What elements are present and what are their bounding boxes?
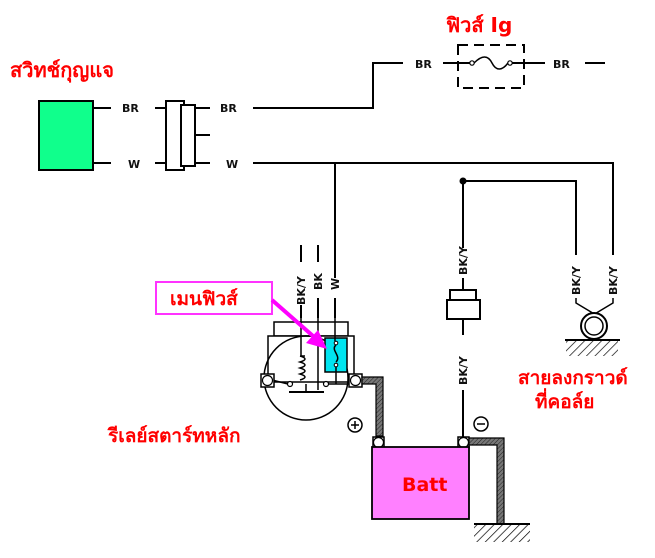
battery-positive-cable [361, 376, 384, 437]
main-fuse-callout-box [155, 281, 273, 315]
main-fuse-title: เมนฟิวส์ [170, 288, 238, 310]
diode-connector [446, 289, 481, 320]
battery-negative-bolt [457, 436, 470, 449]
coil-left-label: BK/Y [570, 265, 583, 295]
fuse-out-br-label: BR [553, 58, 570, 71]
coil-right-lead [592, 298, 614, 316]
battery-positive-bolt [372, 436, 385, 449]
coil-ground-title-1: สายลงกราวด์ [518, 367, 628, 389]
relay-terminal-left-bolt [261, 374, 274, 387]
coil-ground-hatch [566, 341, 618, 356]
ignition-switch-title: สวิทช์กุญแจ [10, 58, 114, 83]
starter-relay-title: รีเลย์สตาร์ทหลัก [107, 425, 240, 447]
positive-terminal-symbol [347, 417, 363, 433]
battery-ground-hatch [474, 525, 530, 542]
battery-ground-cable [468, 437, 505, 525]
coil-ground-title-2: ที่คอล์ย [535, 388, 594, 413]
main-fuse-terminal-top [333, 340, 339, 346]
battery-label: Batt [402, 474, 447, 496]
coil-right-label: BK/Y [607, 265, 620, 295]
relay-terminal-right-bolt [349, 374, 362, 387]
relay-bk-label: BK [312, 273, 325, 290]
battery-body [371, 446, 470, 520]
main-fuse-element [333, 344, 339, 363]
switch-connector [155, 100, 210, 171]
coil-left-lead [575, 298, 597, 316]
switch-w-label: W [128, 158, 140, 171]
ignition-fuse-title: ฟิวส์ Ig [446, 13, 513, 37]
coil-ground-ring-inner [584, 316, 604, 336]
br-wire [253, 62, 403, 109]
connector-br-label: BR [220, 102, 237, 115]
ignition-switch-body [38, 100, 94, 171]
diode-bottom-label: BK/Y [457, 355, 470, 385]
diode-top-label: BK/Y [457, 245, 470, 275]
main-fuse-terminal-bottom [333, 362, 339, 368]
bky-bus [463, 180, 577, 255]
ignition-fuse [443, 44, 545, 89]
w-wire [253, 162, 614, 255]
connector-w-label: W [226, 158, 238, 171]
switch-br-label: BR [122, 102, 139, 115]
main-fuse-arrow-head [306, 330, 327, 349]
fuse-in-br-label: BR [415, 58, 432, 71]
negative-terminal-symbol [473, 416, 489, 432]
relay-w-label: W [329, 278, 342, 290]
main-fuse-arrow-shaft [270, 298, 315, 338]
relay-bky-label: BK/Y [295, 275, 308, 305]
